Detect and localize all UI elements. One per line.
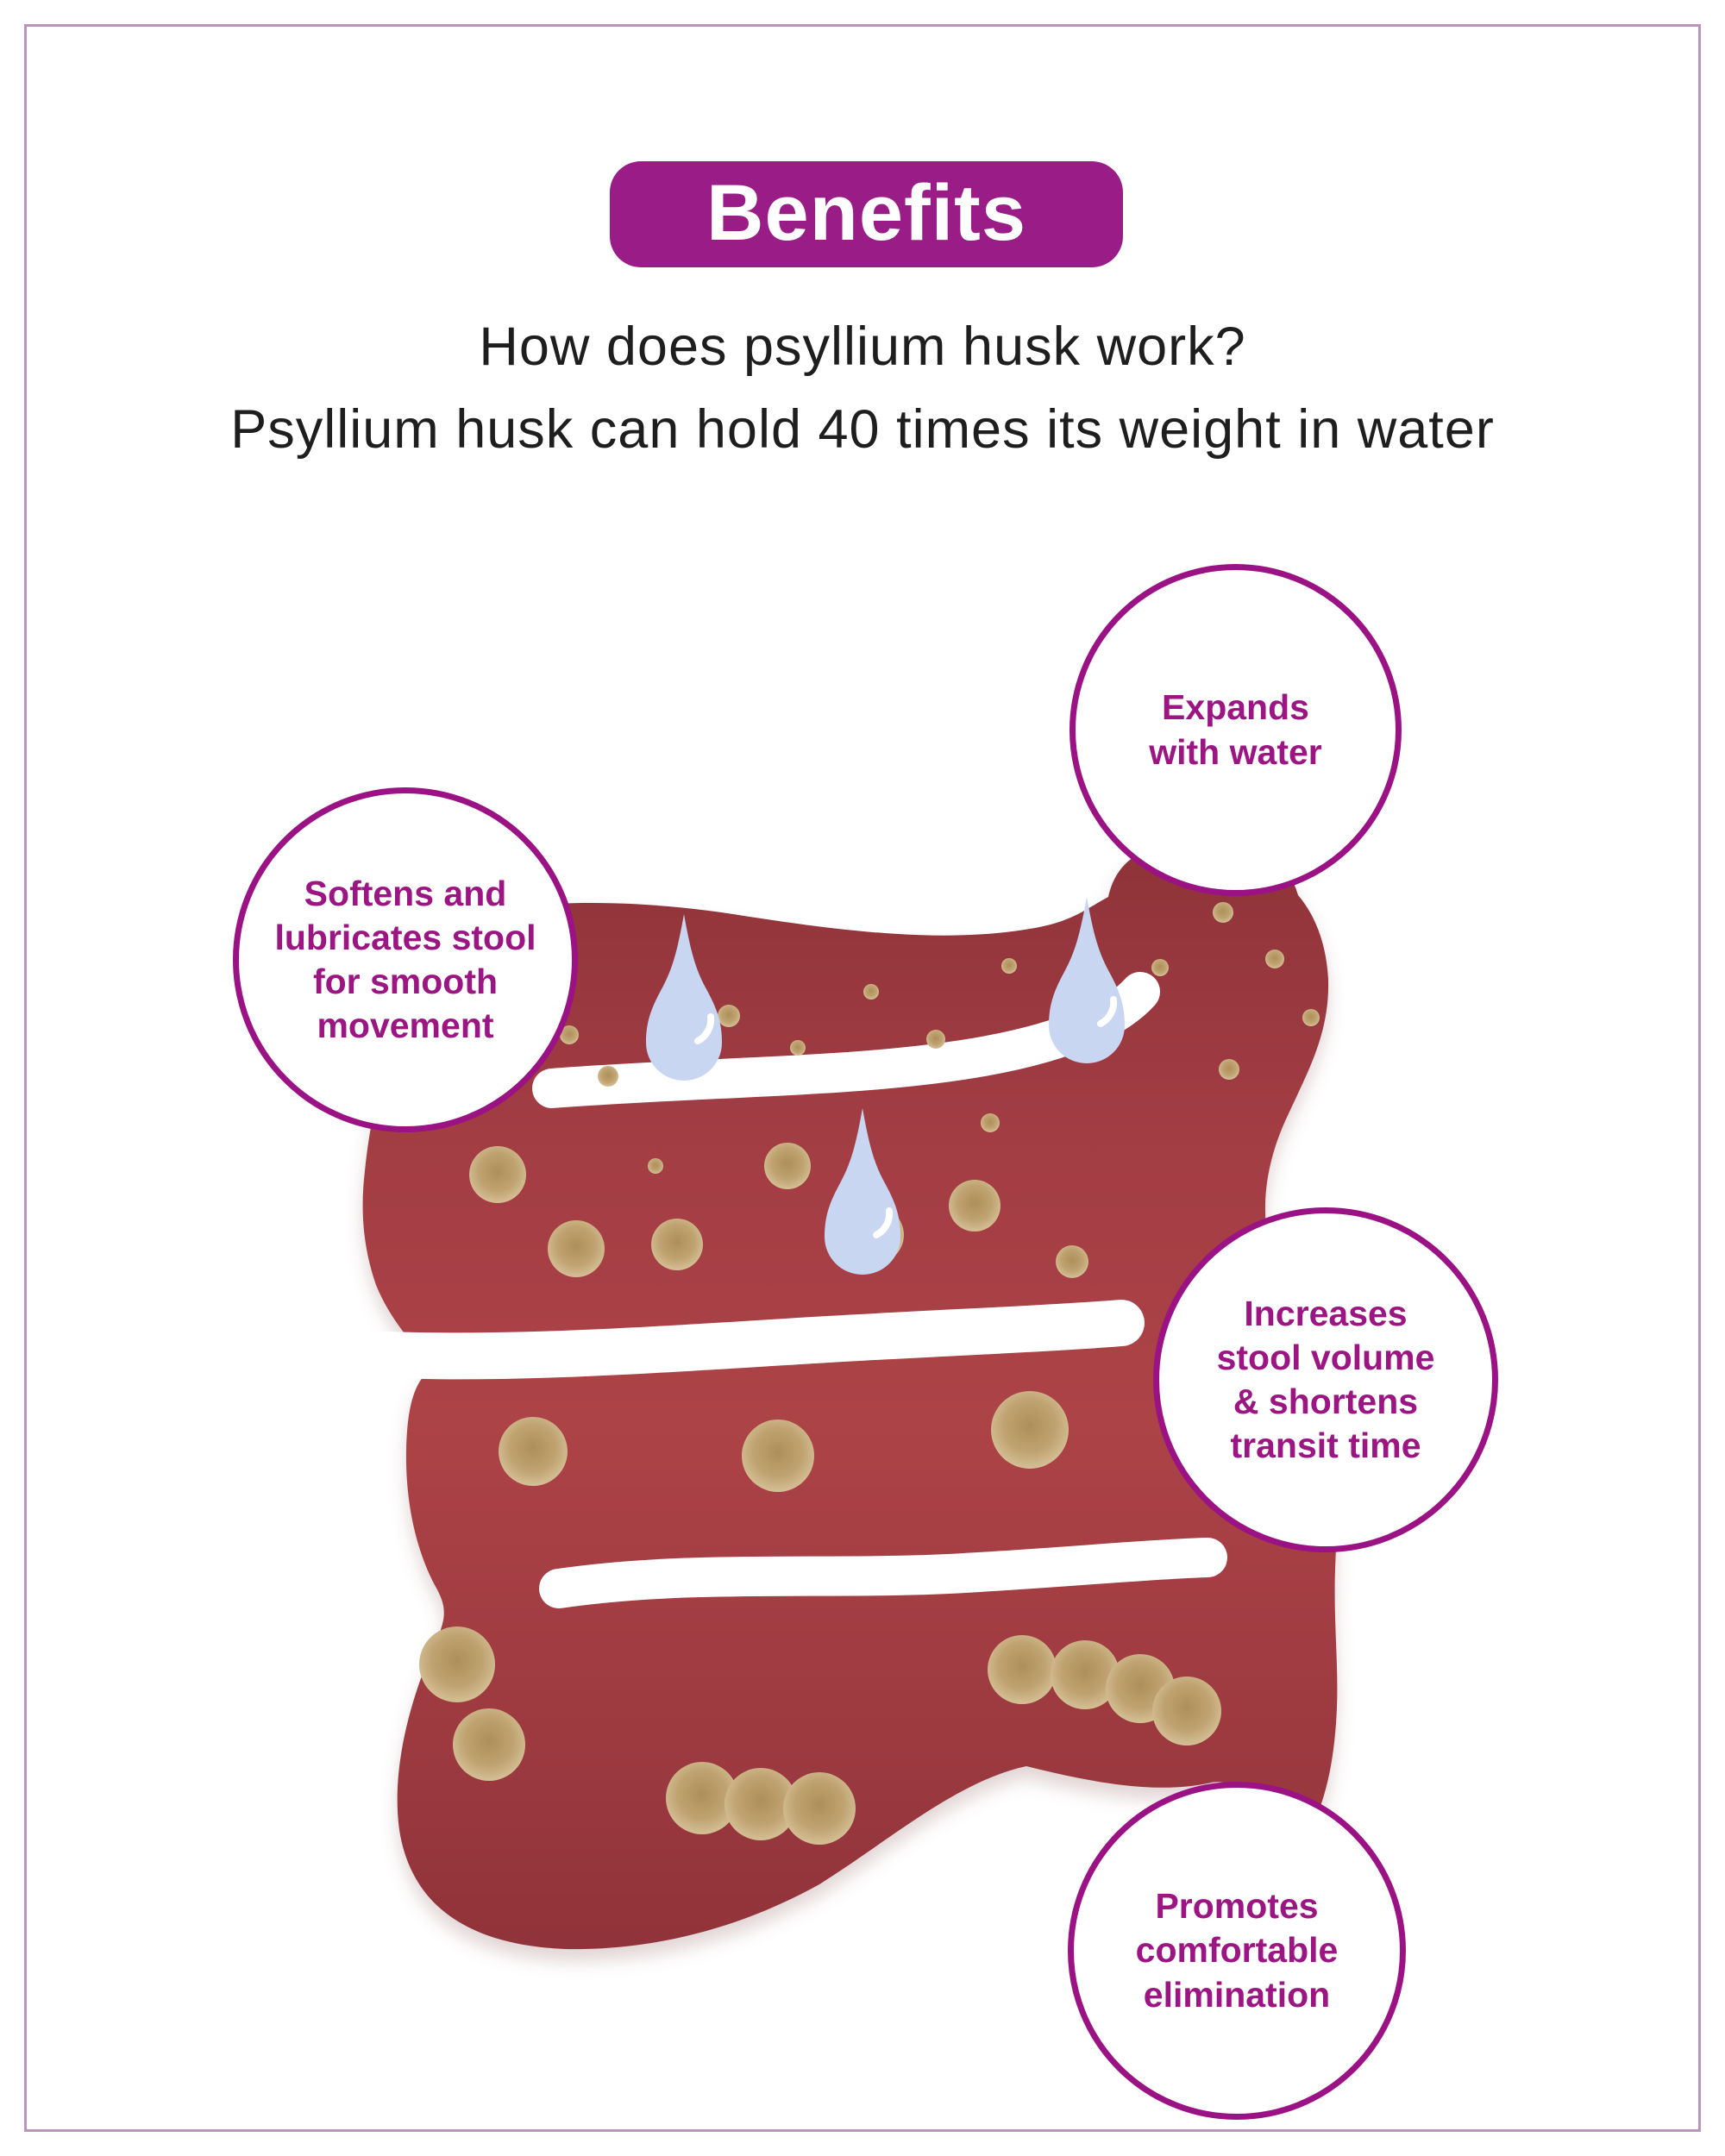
water-drop-icon bbox=[825, 1108, 900, 1275]
water-drops bbox=[646, 897, 1125, 1275]
heading-line1: How does psyllium husk work? bbox=[479, 317, 1246, 377]
psyllium-particles bbox=[419, 902, 1320, 1845]
callout-expands-with-water: Expands with water bbox=[1070, 564, 1402, 896]
water-drop-icon bbox=[1049, 897, 1125, 1063]
callout-increases-volume: Increases stool volume & shortens transi… bbox=[1153, 1207, 1498, 1552]
callout-softens-lubricates: Softens and lubricates stool for smooth … bbox=[233, 787, 578, 1132]
water-drop-icon bbox=[646, 914, 722, 1081]
title-badge: Benefits bbox=[610, 161, 1123, 267]
callout-promotes-elimination: Promotes comfortable elimination bbox=[1068, 1782, 1406, 2120]
heading-line2: Psyllium husk can hold 40 times its weig… bbox=[230, 399, 1495, 460]
